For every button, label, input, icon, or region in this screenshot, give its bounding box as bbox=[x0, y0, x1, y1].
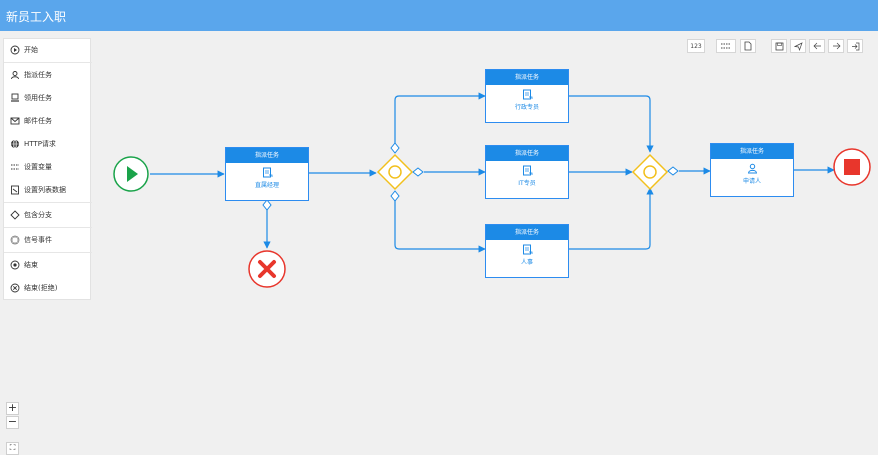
task-label: 行政专员 bbox=[514, 104, 539, 111]
palette-item-label: 设置变量 bbox=[24, 163, 52, 171]
palette-item-user-task[interactable]: 指派任务 bbox=[4, 64, 92, 86]
palette-item-http[interactable]: HTTP请求 bbox=[4, 133, 92, 155]
page-title: 新员工入职 bbox=[6, 10, 67, 24]
task-direct-manager[interactable]: 指派任务 直属经理 bbox=[225, 147, 309, 201]
mail-icon bbox=[10, 117, 20, 125]
sequence-flow bbox=[569, 95, 654, 153]
inclusive-gateway-join[interactable] bbox=[631, 153, 669, 191]
task-hr[interactable]: 指派任务 人事 bbox=[485, 224, 569, 278]
connector-handle bbox=[390, 142, 400, 154]
task-label: 申请人 bbox=[742, 178, 761, 185]
sequence-flow bbox=[394, 200, 486, 253]
send-button[interactable] bbox=[790, 39, 806, 53]
end-event[interactable] bbox=[833, 148, 871, 186]
task-label: 人事 bbox=[520, 259, 533, 266]
connector-handle bbox=[390, 190, 400, 202]
reject-circle-icon bbox=[10, 283, 20, 293]
palette-item-signal-event[interactable]: 信号事件 bbox=[4, 229, 92, 251]
play-circle-icon bbox=[10, 45, 20, 55]
exit-button[interactable] bbox=[847, 39, 863, 53]
task-label: 直属经理 bbox=[254, 182, 279, 189]
palette-divider bbox=[4, 227, 92, 228]
claim-task-icon bbox=[11, 93, 19, 102]
send-icon bbox=[793, 41, 803, 51]
gateway-icon bbox=[10, 210, 20, 220]
palette-item-claim-task[interactable]: 领用任务 bbox=[4, 87, 92, 109]
variable-button[interactable] bbox=[716, 39, 736, 53]
palette-divider bbox=[4, 62, 92, 63]
document-icon bbox=[522, 244, 532, 255]
palette-divider bbox=[4, 202, 92, 203]
file-button[interactable] bbox=[740, 39, 756, 53]
undo-button[interactable] bbox=[809, 39, 825, 53]
variable-icon bbox=[11, 164, 19, 170]
task-admin-specialist[interactable]: 指派任务 行政专员 bbox=[485, 69, 569, 123]
sequence-flow bbox=[569, 187, 654, 250]
connector-handle bbox=[262, 199, 272, 211]
task-header: 指派任务 bbox=[486, 70, 568, 85]
palette-item-label: 结束 bbox=[24, 261, 38, 269]
end-circle-icon bbox=[10, 260, 20, 270]
palette-item-set-variable[interactable]: 设置变量 bbox=[4, 156, 92, 178]
palette-item-label: 设置列表数据 bbox=[24, 186, 66, 194]
signal-icon bbox=[10, 235, 20, 245]
sequence-flow bbox=[394, 92, 486, 148]
task-header: 指派任务 bbox=[226, 148, 308, 163]
redo-button[interactable] bbox=[828, 39, 844, 53]
palette-item-inclusive-gateway[interactable]: 包含分支 bbox=[4, 204, 92, 226]
zoom-in-button[interactable]: + bbox=[6, 401, 19, 415]
task-label: IT专员 bbox=[518, 180, 536, 187]
palette-item-mail-task[interactable]: 邮件任务 bbox=[4, 110, 92, 132]
users-icon bbox=[747, 163, 757, 174]
redo-icon bbox=[832, 42, 840, 49]
task-header: 指派任务 bbox=[486, 225, 568, 240]
undo-icon bbox=[813, 42, 821, 49]
file-icon bbox=[744, 41, 752, 51]
task-applicant[interactable]: 指派任务 申请人 bbox=[710, 143, 794, 197]
exit-icon bbox=[851, 42, 859, 50]
zoom-out-button[interactable]: − bbox=[6, 415, 19, 429]
palette-item-label: 邮件任务 bbox=[24, 117, 52, 125]
palette-item-label: 开始 bbox=[24, 46, 38, 54]
user-task-icon bbox=[11, 71, 19, 80]
save-button[interactable] bbox=[771, 39, 787, 53]
save-icon bbox=[775, 42, 783, 50]
palette-item-start[interactable]: 开始 bbox=[4, 39, 92, 61]
connector-handle bbox=[667, 166, 679, 176]
palette-item-label: 指派任务 bbox=[24, 71, 52, 79]
palette-item-set-list[interactable]: 设置列表数据 bbox=[4, 179, 92, 201]
globe-icon bbox=[11, 139, 19, 149]
number-button[interactable]: 123 bbox=[687, 39, 705, 53]
reject-end-event[interactable] bbox=[248, 250, 286, 288]
task-header: 指派任务 bbox=[711, 144, 793, 159]
palette-item-end[interactable]: 结束 bbox=[4, 254, 92, 276]
number-icon: 123 bbox=[690, 42, 702, 50]
document-icon bbox=[262, 167, 272, 178]
variable-icon bbox=[721, 43, 731, 49]
palette-divider bbox=[4, 252, 92, 253]
inclusive-gateway-split[interactable] bbox=[376, 153, 414, 191]
connector-handle bbox=[412, 167, 424, 177]
list-data-icon bbox=[11, 185, 19, 195]
palette-item-end-reject[interactable]: 结束(拒绝) bbox=[4, 277, 92, 299]
element-palette: 开始 指派任务 领用任务 邮件任务 HTTP请求 设置变量 设置列表数据 包含分… bbox=[3, 38, 92, 300]
palette-item-label: 领用任务 bbox=[24, 94, 52, 102]
task-it-specialist[interactable]: 指派任务 IT专员 bbox=[485, 145, 569, 199]
palette-item-label: 包含分支 bbox=[24, 211, 52, 219]
app-header: 新员工入职 bbox=[0, 0, 878, 31]
palette-item-label: 结束(拒绝) bbox=[24, 284, 58, 292]
palette-item-label: 信号事件 bbox=[24, 236, 52, 244]
palette-item-label: HTTP请求 bbox=[24, 140, 56, 148]
start-event[interactable] bbox=[113, 156, 149, 192]
document-icon bbox=[522, 165, 532, 176]
task-header: 指派任务 bbox=[486, 146, 568, 161]
document-icon bbox=[522, 89, 532, 100]
